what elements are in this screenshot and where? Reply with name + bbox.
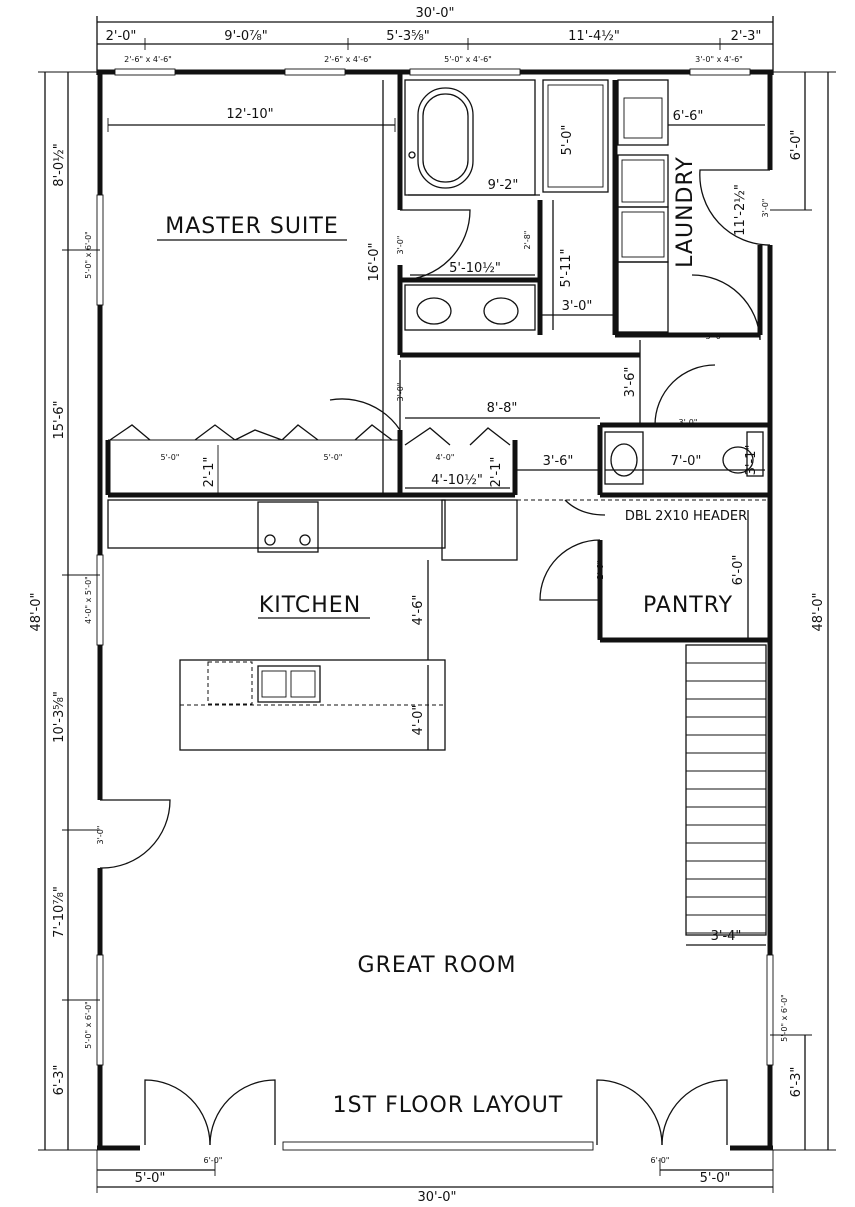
closet-depth-dim: 2'-1": [202, 457, 217, 488]
header-note: DBL 2X10 HEADER: [510, 499, 770, 524]
closet-door-dim: 2'-8": [523, 231, 532, 250]
pantry: 2'-6" PANTRY 6'-0": [539, 510, 749, 640]
closet-1-dim: 5'-0": [161, 453, 180, 462]
bottom-right-dim: 5'-0": [700, 1171, 731, 1186]
top-dimensions: 30'-0" 2'-0" 9'-0⅞" 5'-3⅝" 11'-4½" 2'-3"…: [96, 6, 774, 75]
top-overall-dim: 30'-0": [415, 6, 454, 21]
pantry-depth-dim: 6'-0": [731, 555, 746, 586]
vanity-dim: 5'-10½": [449, 261, 501, 276]
window-top-3: 5'-0" x 4'-6": [444, 55, 492, 64]
bottom-overall-dim: 30'-0": [417, 1190, 456, 1205]
laundry: 6'-6" LAUNDRY 3'-0" 11'-2½" 3'-0": [617, 79, 771, 341]
hall: 8'-8" 3'-6" 4'-0" 4'-10½" 2'-1" 3'-6": [404, 340, 641, 489]
floor-layout-title: 1ST FLOOR LAYOUT: [333, 1093, 564, 1118]
stairs: 3'-4": [685, 644, 767, 946]
master-bath: 9'-2" 5'-0" 5'-10½" 3'-0" 5'-11" 2'-8": [404, 79, 615, 331]
corridor-dim: 8'-8": [487, 401, 518, 416]
left-dim-3: 10'-3⅝": [52, 691, 67, 743]
bottom-door-left-dim: 6'-0": [204, 1156, 223, 1165]
stair-width-dim: 3'-4": [711, 929, 742, 944]
window-right-1: 5'-0" x 6'-0": [780, 994, 789, 1042]
great-room: GREAT ROOM 1ST FLOOR LAYOUT: [144, 953, 728, 1146]
left-dim-2: 15'-6": [52, 400, 67, 439]
powder-width-dim: 7'-0": [671, 454, 702, 469]
top-dim-5: 2'-3": [731, 29, 762, 44]
interior-walls: [105, 72, 770, 643]
pantry-door-dim: 2'-6": [596, 561, 605, 580]
window-left-2: 4'-0" x 5'-0": [84, 576, 93, 624]
hall-width-dim: 3'-6": [543, 454, 574, 469]
right-dim-1: 6'-0": [789, 130, 804, 161]
wc-depth-dim: 5'-11": [559, 248, 574, 287]
left-dim-1: 8'-0½": [52, 143, 67, 186]
window-left-3: 5'-0" x 6'-0": [84, 1001, 93, 1049]
top-dim-1: 2'-0": [106, 29, 137, 44]
powder-small-dim: 3'-1": [744, 445, 759, 476]
window-top-4: 3'-0" x 4'-6": [695, 55, 743, 64]
closet-2-dim: 5'-0": [324, 453, 343, 462]
closet-3-dim: 4'-0": [436, 453, 455, 462]
island-depth-dim: 4'-0": [411, 705, 426, 736]
top-dim-3: 5'-3⅝": [386, 29, 429, 44]
exterior-walls: [96, 68, 774, 1151]
laundry-width-dim: 6'-6": [673, 109, 704, 124]
master-width-dim: 12'-10": [226, 107, 273, 122]
island-gap-dim: 4'-6": [411, 595, 426, 626]
closet-3-depth-dim: 2'-1": [489, 457, 504, 488]
hall-door-dim: 3'-0": [706, 332, 725, 341]
top-dim-4: 11'-4½": [568, 29, 620, 44]
bottom-left-dim: 5'-0": [135, 1171, 166, 1186]
left-dim-5: 6'-3": [52, 1065, 67, 1096]
master-suite-label: MASTER SUITE: [165, 214, 339, 239]
header-note-text: DBL 2X10 HEADER: [625, 509, 747, 524]
left-dimensions: 48'-0" 8'-0½" 15'-6" 10'-3⅝" 7'-10⅞" 6'-…: [29, 71, 100, 1151]
window-top-1: 2'-6" x 4'-6": [124, 55, 172, 64]
master-door-dim: 3'-0": [396, 383, 405, 402]
kitchen: KITCHEN 4'-6" 4'-0": [107, 499, 518, 751]
bottom-door-right-dim: 6'-0": [651, 1156, 670, 1165]
left-overall-dim: 48'-0": [29, 592, 44, 631]
pantry-label: PANTRY: [643, 593, 733, 618]
tub-dim: 9'-2": [488, 178, 519, 193]
top-dim-2: 9'-0⅞": [224, 29, 267, 44]
master-depth-dim: 16'-0": [367, 242, 382, 281]
powder-room: 7'-0" 3'-1" 3'-0": [604, 364, 765, 485]
master-suite: 12'-10" 16'-0" MASTER SUITE 3'-0" 3'-0" …: [107, 80, 471, 495]
bottom-dimensions: 5'-0" 5'-0" 30'-0" 6'-0" 6'-0": [96, 1150, 774, 1205]
laundry-label: LAUNDRY: [673, 156, 698, 268]
closet-3-width-dim: 4'-10½": [431, 473, 483, 488]
kitchen-label: KITCHEN: [259, 593, 361, 618]
laundry-door-dim: 3'-0": [761, 199, 770, 218]
right-dim-2: 6'-3": [789, 1067, 804, 1098]
shower-dim: 5'-0": [560, 125, 575, 156]
entry-door-dim: 3'-0": [96, 826, 105, 845]
bath-door-dim: 3'-0": [396, 236, 405, 255]
powder-door-dim: 3'-0": [679, 418, 698, 427]
right-overall-dim: 48'-0": [811, 592, 826, 631]
wc-width-dim: 3'-0": [562, 299, 593, 314]
window-left-1: 5'-0" x 6'-0": [84, 231, 93, 279]
left-dim-4: 7'-10⅞": [52, 886, 67, 938]
hall-length-dim: 3'-6": [623, 367, 638, 398]
window-top-2: 2'-6" x 4'-6": [324, 55, 372, 64]
laundry-depth-dim: 11'-2½": [733, 184, 748, 236]
entry-door: 3'-0": [96, 799, 171, 869]
great-room-label: GREAT ROOM: [358, 953, 517, 978]
right-dimensions: 6'-0" 48'-0" 6'-3" 5'-0" x 6'-0": [770, 71, 836, 1151]
